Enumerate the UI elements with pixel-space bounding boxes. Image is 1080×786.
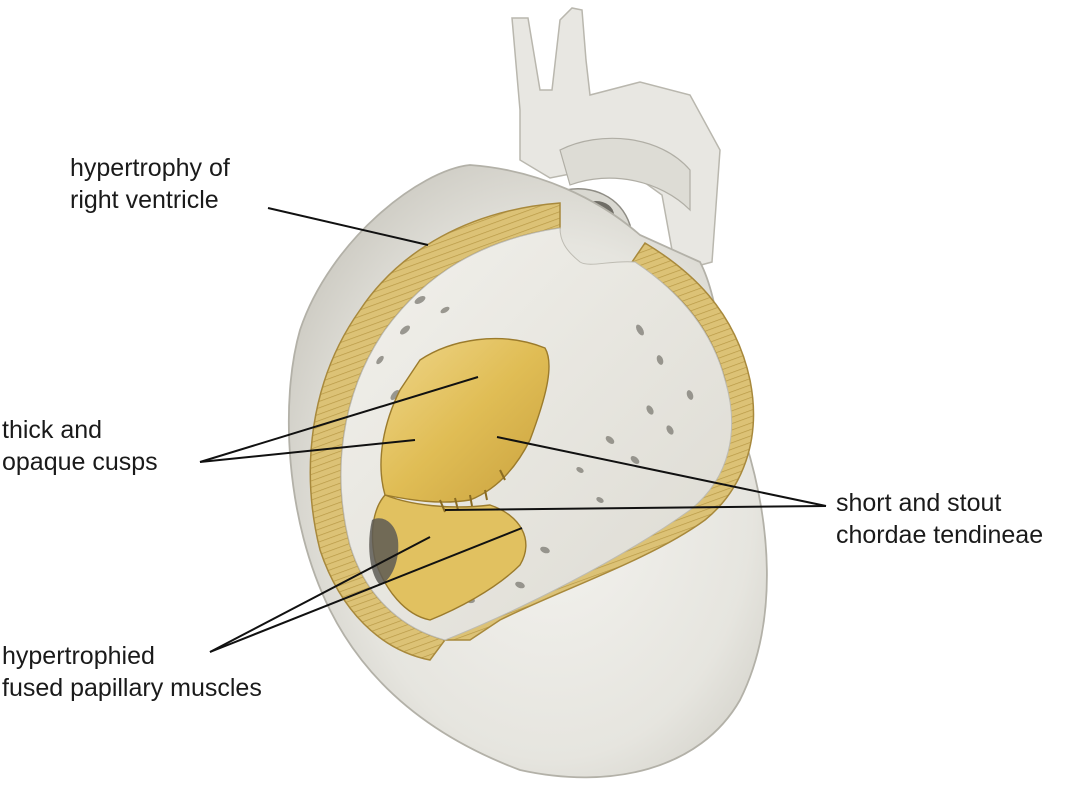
label-chordae-line1: short and stout [836, 489, 1002, 517]
leader-chordae-a [496, 436, 827, 507]
label-hypertrophy-line1: hypertrophy of [70, 154, 230, 182]
cavity-shadow [369, 518, 399, 585]
label-hypertrophy-right-ventricle: hypertrophy of right ventricle [70, 152, 230, 216]
label-chordae-line2: chordae tendineae [836, 521, 1044, 549]
label-papillary-line2: fused papillary muscles [2, 674, 262, 702]
label-papillary-muscles: hypertrophied fused papillary muscles [2, 640, 262, 704]
label-cusps-line2: opaque cusps [2, 448, 158, 476]
leader-papillary-a [209, 536, 431, 653]
leader-papillary-b [209, 527, 523, 653]
leader-cusps-b [199, 439, 416, 463]
leader-chordae-b [444, 505, 827, 511]
label-thick-opaque-cusps: thick and opaque cusps [2, 414, 158, 478]
leader-cusps-a [199, 376, 479, 463]
label-hypertrophy-line2: right ventricle [70, 186, 219, 214]
leader-lines [199, 207, 827, 653]
chordae-strands [439, 469, 506, 513]
label-papillary-line1: hypertrophied [2, 642, 155, 670]
label-cusps-line1: thick and [2, 416, 103, 444]
leader-hypertrophy [267, 207, 429, 246]
label-chordae-tendineae: short and stout chordae tendineae [836, 487, 1043, 551]
